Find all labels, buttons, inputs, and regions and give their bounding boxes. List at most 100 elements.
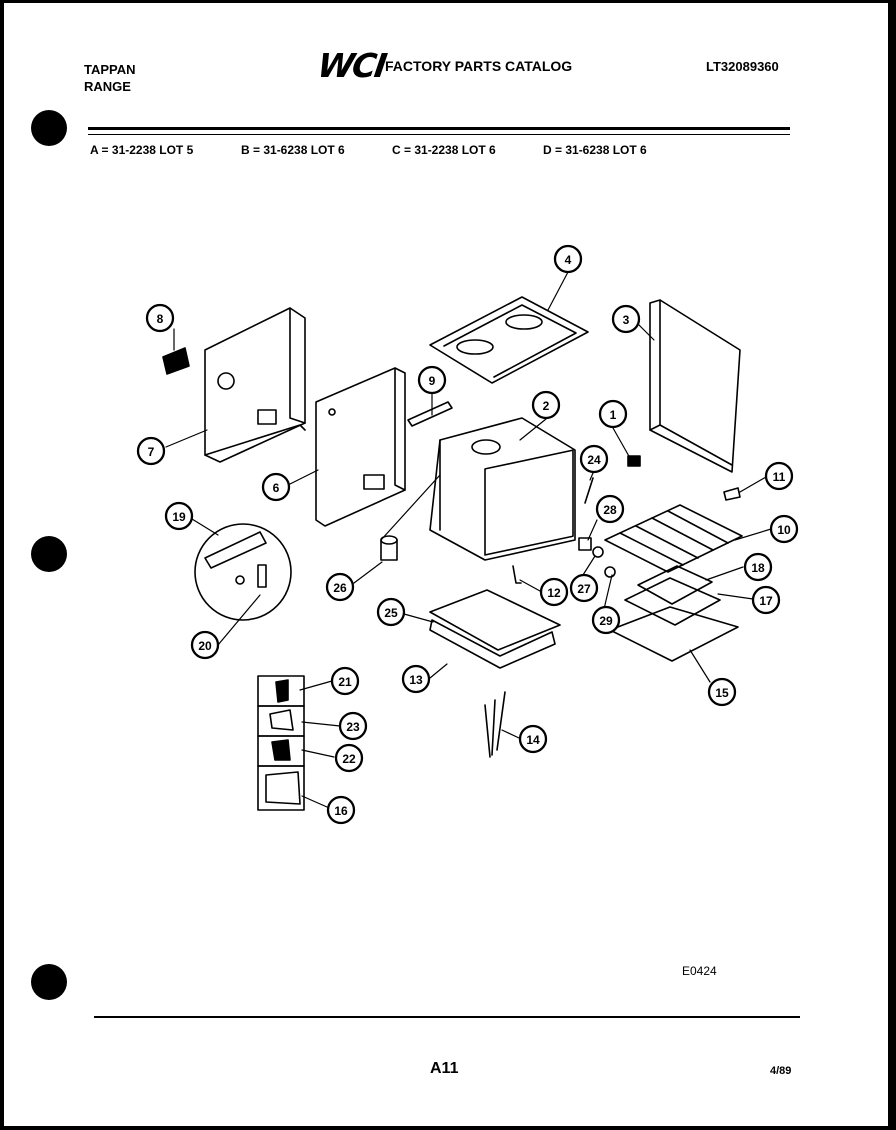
scan-border-bottom: [0, 1126, 896, 1130]
callout-29: 29: [591, 605, 621, 635]
callout-bubble: [611, 304, 641, 334]
callout-22: 22: [334, 743, 364, 773]
part-clip-11: [723, 487, 741, 501]
brand-line-1: TAPPAN: [84, 62, 136, 77]
callout-number: 23: [346, 720, 360, 734]
callout-bubble: [338, 711, 368, 741]
callout-bubble: [591, 605, 621, 635]
callout-number: 10: [777, 523, 791, 537]
callout-20: 20: [190, 630, 220, 660]
callout-21: 21: [330, 666, 360, 696]
callout-bubble: [579, 444, 609, 474]
callout-number: 11: [773, 470, 786, 484]
callout-4: 4: [553, 244, 583, 274]
model-number: LT32089360: [706, 59, 779, 74]
callout-14: 14: [518, 724, 548, 754]
header-rule-top: [88, 127, 790, 130]
callout-23: 23: [338, 711, 368, 741]
callout-bubble: [539, 577, 569, 607]
callout-bubble: [376, 597, 406, 627]
callout-3: 3: [611, 304, 641, 334]
callout-bubble: [764, 461, 794, 491]
part-hook-12: [512, 565, 522, 584]
part-cooktop: [429, 296, 589, 384]
callout-bubble: [325, 572, 355, 602]
callout-6: 6: [261, 472, 291, 502]
callout-bubble: [553, 244, 583, 274]
callout-number: 19: [172, 510, 186, 524]
part-broiler-pan: [609, 565, 739, 662]
callout-19: 19: [164, 501, 194, 531]
callout-number: 22: [342, 752, 356, 766]
callout-bubble: [330, 666, 360, 696]
callout-bubble: [707, 677, 737, 707]
callout-bubble: [190, 630, 220, 660]
binder-hole-top: [31, 110, 67, 146]
callout-7: 7: [136, 436, 166, 466]
catalog-title: FACTORY PARTS CATALOG: [385, 58, 573, 74]
lot-a: A = 31-2238 LOT 5: [90, 143, 194, 157]
callout-number: 15: [715, 686, 729, 700]
callout-9: 9: [417, 365, 447, 395]
callout-bubble: [136, 436, 166, 466]
callout-28: 28: [595, 494, 625, 524]
callout-bubble: [518, 724, 548, 754]
callout-number: 17: [759, 594, 773, 608]
part-knob-1: [627, 455, 641, 467]
callout-16: 16: [326, 795, 356, 825]
callout-number: 12: [547, 586, 561, 600]
part-back-panel: [204, 307, 306, 463]
part-small-plate: [162, 347, 190, 375]
part-oven-body: [429, 417, 576, 561]
part-bracket: [407, 401, 453, 427]
binder-hole-middle: [31, 536, 67, 572]
callout-bubble: [531, 390, 561, 420]
callout-bubble: [261, 472, 291, 502]
part-lens-29: [604, 566, 616, 578]
callout-bubble: [145, 303, 175, 333]
callout-2: 2: [531, 390, 561, 420]
header-rule-bottom: [88, 134, 790, 135]
callout-bubble: [751, 585, 781, 615]
callout-leaders: [165, 271, 772, 808]
scan-border-top: [0, 0, 896, 3]
callout-bubble: [164, 501, 194, 531]
callout-number: 20: [198, 639, 212, 653]
callout-1: 1: [598, 399, 628, 429]
callout-number: 1: [610, 408, 617, 422]
binder-hole-bottom: [31, 964, 67, 1000]
callout-number: 14: [526, 733, 540, 747]
part-oven-rack: [604, 504, 743, 573]
callout-number: 4: [565, 253, 572, 267]
callout-number: 21: [338, 675, 352, 689]
footer-rule: [94, 1016, 800, 1018]
page-number: A11: [430, 1060, 459, 1077]
revision-date: 4/89: [770, 1065, 792, 1077]
lot-d: D = 31-6238 LOT 6: [543, 143, 647, 157]
callout-10: 10: [769, 514, 799, 544]
callout-number: 3: [623, 313, 630, 327]
part-lamp-27: [592, 546, 604, 558]
callout-24: 24: [579, 444, 609, 474]
callout-18: 18: [743, 552, 773, 582]
callout-number: 8: [157, 312, 164, 326]
callout-8: 8: [145, 303, 175, 333]
callout-number: 2: [543, 399, 550, 413]
callout-number: 27: [577, 582, 591, 596]
callout-bubble: [334, 743, 364, 773]
lot-c: C = 31-2238 LOT 6: [392, 143, 496, 157]
scan-border-left: [0, 0, 4, 1130]
callout-bubble: [595, 494, 625, 524]
lot-b: B = 31-6238 LOT 6: [241, 143, 345, 157]
callout-number: 28: [603, 503, 617, 517]
callout-bubble: [598, 399, 628, 429]
callout-17: 17: [751, 585, 781, 615]
callout-bubble: [743, 552, 773, 582]
part-pin-24: [584, 477, 594, 504]
brand-name: TAPPAN RANGE: [84, 61, 136, 95]
callout-bubble: [417, 365, 447, 395]
callout-11: 11: [764, 461, 794, 491]
part-leveling-legs: [484, 691, 506, 758]
callout-27: 27: [569, 573, 599, 603]
